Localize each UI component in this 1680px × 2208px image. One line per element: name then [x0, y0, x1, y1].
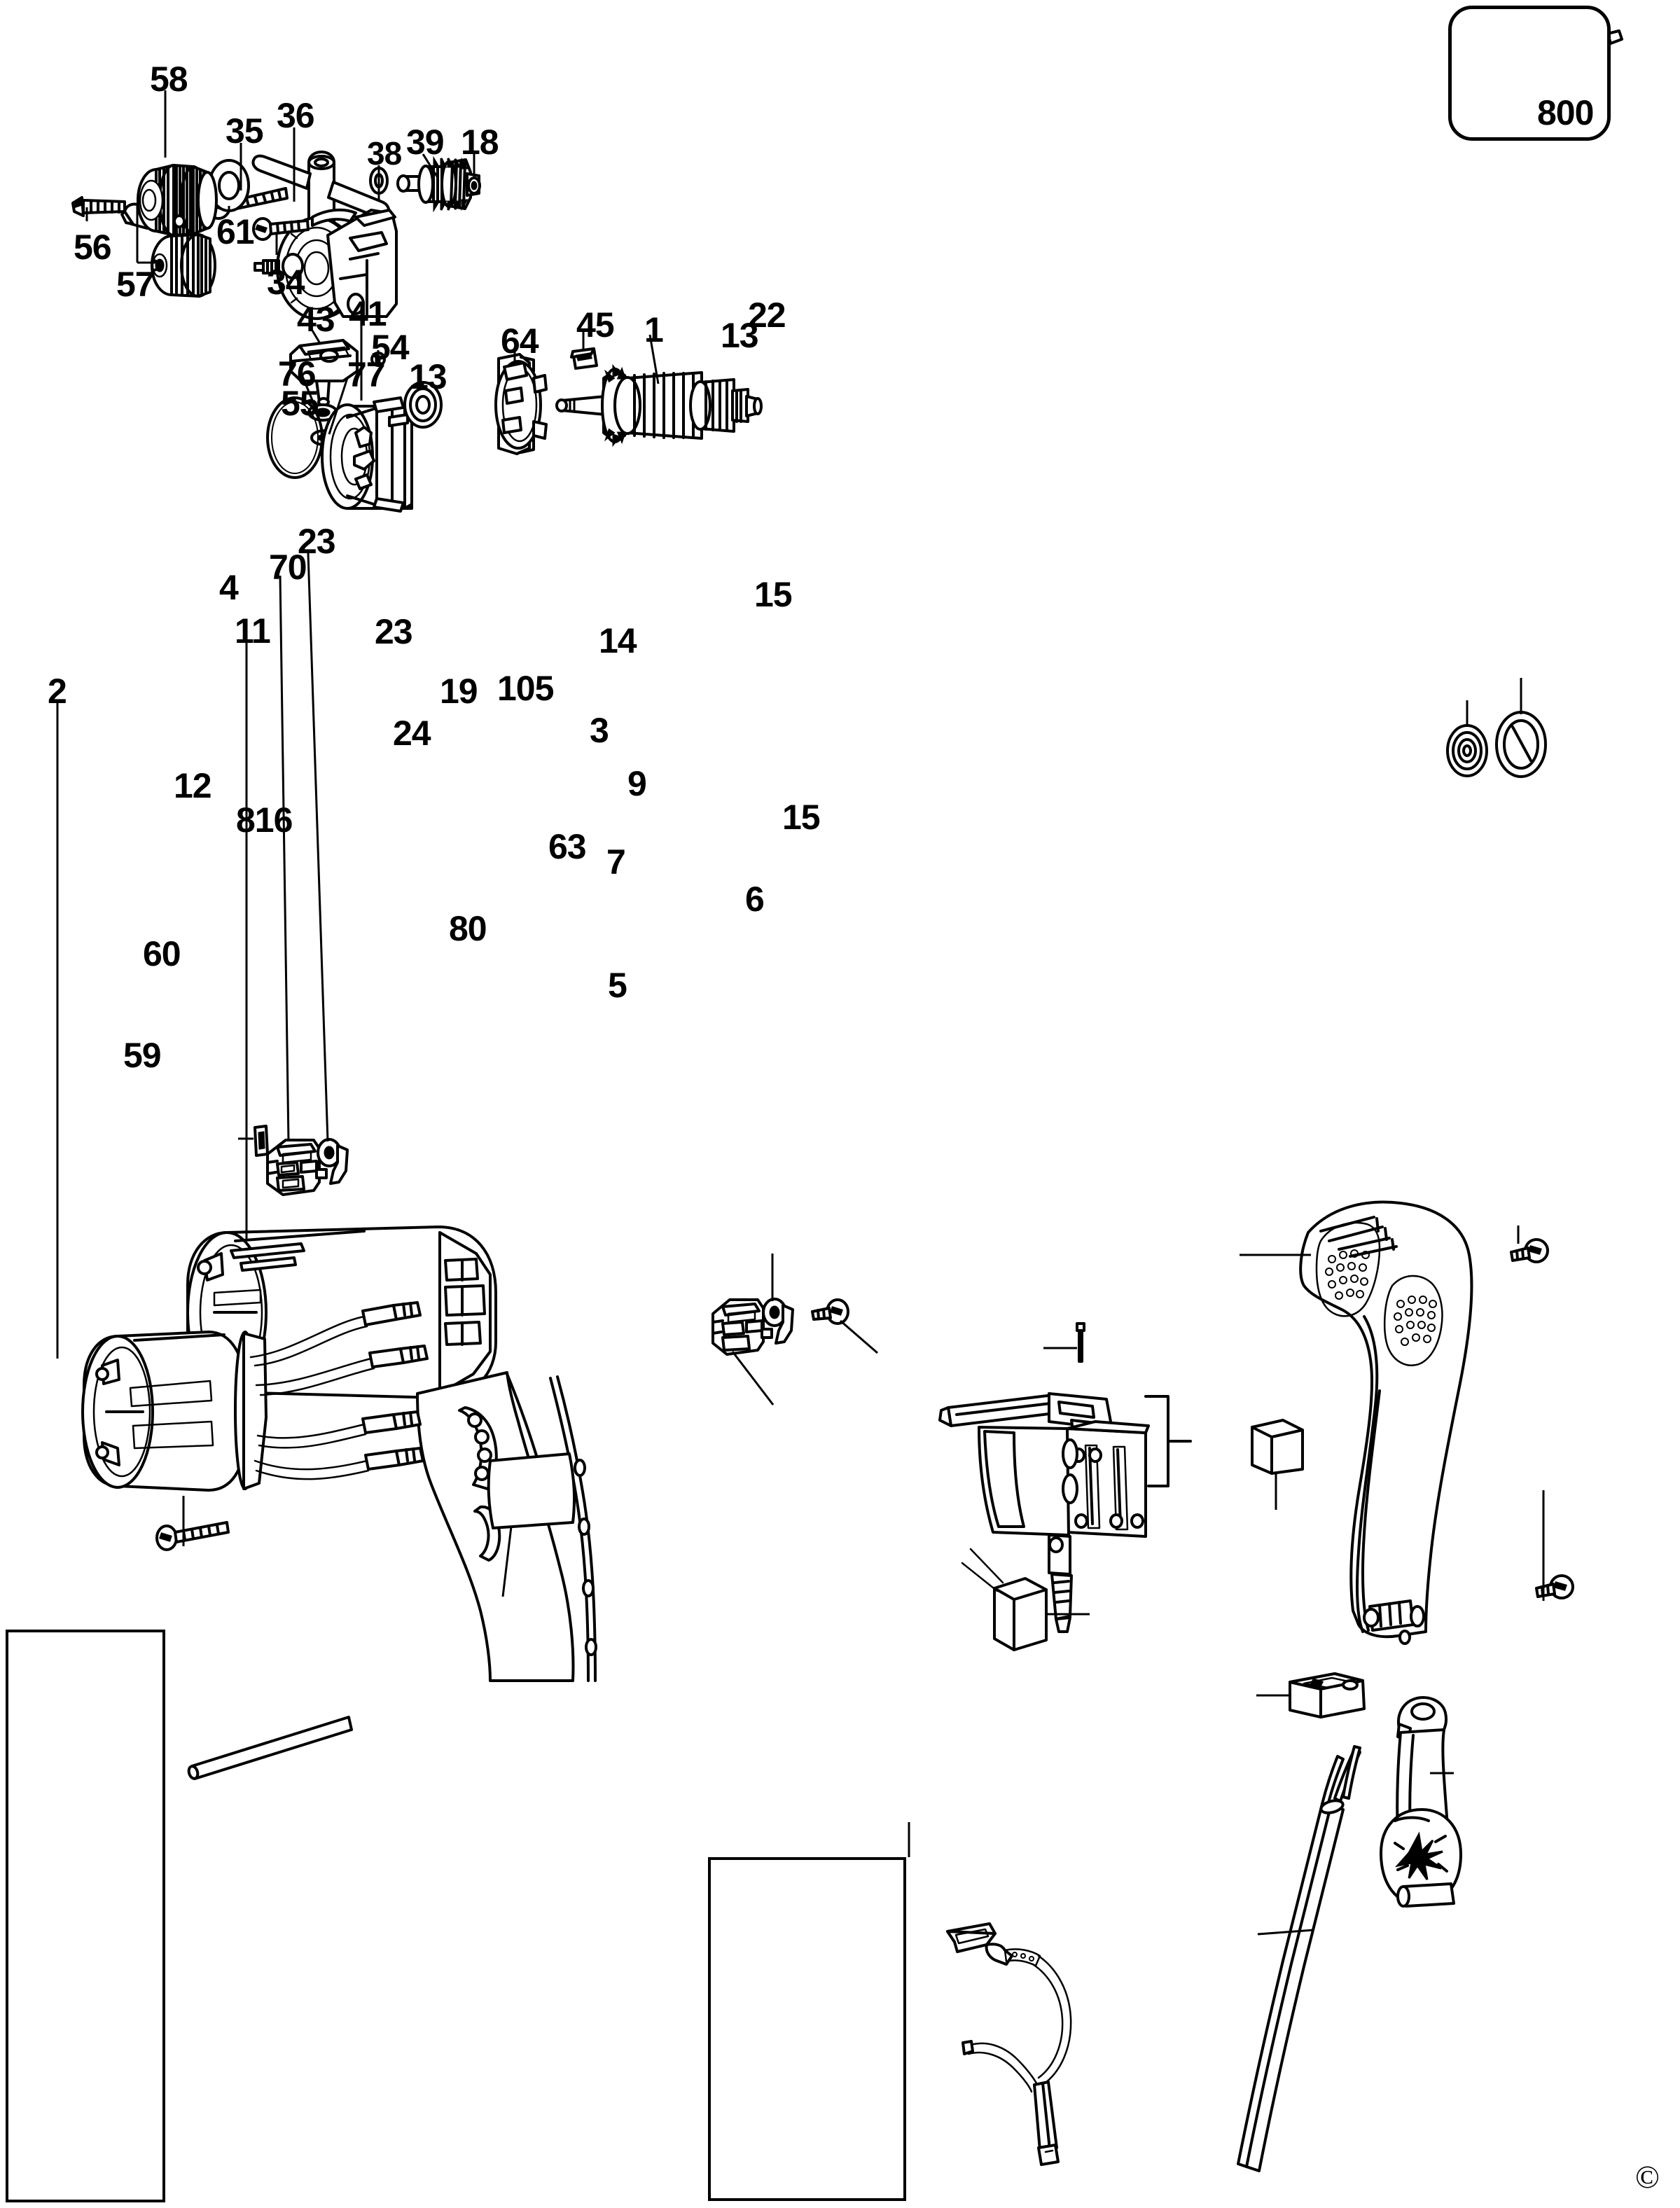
part-56-screw — [71, 196, 126, 217]
inset-box-80 — [708, 1857, 906, 2201]
callout-1: 1 — [644, 310, 664, 349]
inset-box-59 — [6, 1630, 165, 2202]
callout-76: 76 — [278, 354, 317, 394]
callout-800: 800 — [1537, 93, 1594, 132]
callout-58: 58 — [150, 60, 188, 99]
callout-23-lower: 23 — [375, 612, 413, 651]
callout-19: 19 — [440, 672, 478, 711]
callout-38: 38 — [367, 135, 402, 172]
part-23-brush-spring-upper — [317, 1138, 349, 1185]
part-38-washer — [369, 167, 389, 195]
callout-63: 63 — [548, 827, 587, 866]
callout-22: 22 — [748, 296, 786, 335]
callout-36: 36 — [277, 96, 315, 135]
callout-80: 80 — [449, 909, 487, 948]
callout-13-armature: 13 — [721, 316, 759, 355]
part-105-pin — [1076, 1322, 1085, 1363]
callout-12: 12 — [174, 766, 212, 805]
part-14-handle-cover — [1299, 1200, 1473, 1645]
part-60-depth-rod — [187, 1716, 353, 1780]
callout-14: 14 — [599, 621, 637, 660]
callout-34: 34 — [267, 263, 305, 302]
callout-7: 7 — [606, 842, 626, 882]
callout-35: 35 — [225, 111, 264, 151]
part-63-capacitor — [961, 1548, 1048, 1651]
part-6-cord-protector — [1380, 1696, 1462, 1908]
callout-59: 59 — [123, 1036, 162, 1075]
callout-3: 3 — [590, 711, 609, 750]
callout-15-lower: 15 — [782, 798, 821, 837]
part-64-brush-holder-plate — [494, 353, 548, 455]
inset-box-800 — [1448, 6, 1611, 141]
part-57-chuck-keyless — [151, 233, 216, 298]
part-70-brush-holder — [266, 1139, 328, 1196]
callout-105: 105 — [497, 669, 554, 708]
part-816-nameplate — [487, 1452, 576, 1529]
part-24-brush-holder — [711, 1298, 773, 1356]
part-9-block — [1251, 1419, 1304, 1475]
part-45-key — [570, 347, 598, 370]
callout-55: 55 — [281, 384, 319, 423]
callout-77: 77 — [347, 355, 386, 394]
callout-61: 61 — [216, 212, 255, 251]
part-3-trigger-switch — [938, 1392, 1150, 1633]
callout-64: 64 — [501, 321, 539, 361]
part-34-screw — [252, 217, 310, 241]
part-2-field-stator — [81, 1301, 429, 1492]
part-13-bearing-armature — [1446, 724, 1488, 777]
part-11-motor-housing — [186, 1225, 597, 1682]
callout-41: 41 — [349, 294, 387, 333]
callout-9: 9 — [627, 764, 647, 803]
part-12-screw — [155, 1521, 230, 1551]
callout-15-upper: 15 — [754, 575, 793, 614]
part-22-bearing — [1495, 711, 1547, 778]
part-7-cord-clamp — [1289, 1672, 1366, 1719]
part-57-chuck-keyed — [120, 164, 218, 237]
part-19-screw — [811, 1298, 849, 1325]
callout-70: 70 — [269, 548, 307, 587]
dimension-bracket-3 — [1144, 1395, 1192, 1487]
part-18-retaining-ring — [467, 176, 481, 195]
part-41-baffle-housing — [321, 396, 413, 513]
part-61-felt-washer — [208, 159, 250, 212]
callout-816: 816 — [236, 800, 293, 840]
part-15-screw-lower — [1535, 1574, 1574, 1599]
callout-56: 56 — [74, 228, 112, 267]
callout-5: 5 — [608, 966, 627, 1005]
callout-45: 45 — [576, 305, 615, 345]
part-4-terminal-clip — [254, 1125, 269, 1157]
callout-60: 60 — [143, 934, 181, 973]
part-77-washer — [310, 429, 338, 446]
part-5-power-cord — [1237, 1745, 1361, 2172]
callout-43: 43 — [297, 300, 335, 339]
callout-54: 54 — [371, 328, 410, 367]
callout-4: 4 — [219, 568, 239, 607]
part-23-brush-spring-lower — [762, 1298, 794, 1345]
callout-13-field: 13 — [409, 357, 447, 396]
copyright-mark: © — [1635, 2159, 1660, 2195]
callout-6: 6 — [745, 880, 765, 919]
callout-11: 11 — [235, 611, 271, 651]
callout-2: 2 — [48, 672, 67, 711]
callout-39: 39 — [406, 123, 445, 162]
part-1-armature — [555, 363, 763, 447]
callout-23-upper: 23 — [298, 522, 336, 561]
callout-57: 57 — [116, 265, 155, 304]
callout-18: 18 — [461, 123, 499, 162]
part-15-screw-upper — [1510, 1238, 1549, 1263]
callout-24: 24 — [393, 714, 431, 753]
part-39-spindle-gear — [396, 155, 480, 213]
